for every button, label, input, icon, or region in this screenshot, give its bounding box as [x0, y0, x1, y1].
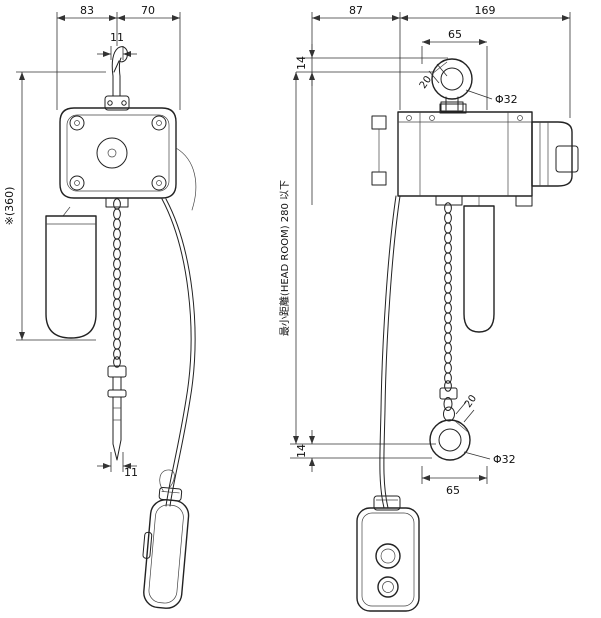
front-chain-container: [45, 215, 97, 339]
front-dim-height: ※(360): [3, 187, 16, 226]
side-pendant-cable: [379, 195, 401, 509]
side-hook-offset-dim-bottom: 65: [421, 466, 488, 497]
side-bottom-clearance-dim: 14: [295, 430, 315, 472]
front-top-dimension: 83 70: [56, 4, 181, 110]
front-hook-width-dim-top: 11: [97, 31, 137, 60]
front-hook-width-dim-bottom: 11: [97, 452, 138, 479]
side-bottom-hook: [429, 387, 471, 461]
front-bucket-hanger: [62, 206, 71, 217]
front-bottom-hook: [107, 365, 127, 461]
side-dim-hook-dia-top: Φ32: [495, 93, 518, 106]
side-top-dimension: 87 169: [311, 4, 571, 205]
front-dim-width-right: 70: [141, 4, 155, 17]
front-load-chain: [113, 198, 121, 368]
side-dim-headroom: 最小距離(HEAD ROOM) 280 以下: [278, 180, 291, 336]
side-dim-hook-offset-bottom: 65: [446, 484, 460, 497]
side-headroom-dim: 最小距離(HEAD ROOM) 280 以下: [278, 72, 436, 459]
side-view: 87 169 65 14 最小距離(HEAD ROOM) 280 以下: [278, 4, 579, 612]
side-dim-hook-dia-bottom: Φ32: [493, 453, 516, 466]
front-height-dim: ※(360): [3, 71, 106, 341]
side-chain-container: [463, 196, 495, 333]
side-hook-offset-dim-top: 65: [421, 28, 488, 110]
front-suspension-bracket: [104, 95, 130, 111]
side-dim-top-clearance: 14: [295, 56, 308, 70]
front-dim-hook-bottom: 11: [124, 466, 138, 479]
side-top-hook: [431, 58, 473, 112]
side-dim-hook-offset-top: 65: [448, 28, 462, 41]
side-dim-depth-right: 169: [475, 4, 496, 17]
side-top-clearance-dim: 14: [295, 44, 448, 86]
front-dim-width-left: 83: [80, 4, 94, 17]
side-dim-depth-left: 87: [349, 4, 363, 17]
front-view: 83 70 11 ※(360): [3, 4, 197, 609]
side-pendant-control: [356, 495, 420, 612]
side-hoist-body: [371, 103, 579, 207]
front-top-hook: [111, 46, 128, 99]
front-hoist-body: [59, 107, 177, 208]
front-dim-hook-top: 11: [110, 31, 124, 44]
side-dim-bottom-clearance: 14: [295, 444, 308, 458]
side-dim-hook-angle-bottom: 20: [463, 393, 479, 410]
front-pendant-control: [142, 469, 190, 609]
front-pendant-cable: [161, 147, 197, 507]
side-load-chain: [444, 202, 452, 392]
